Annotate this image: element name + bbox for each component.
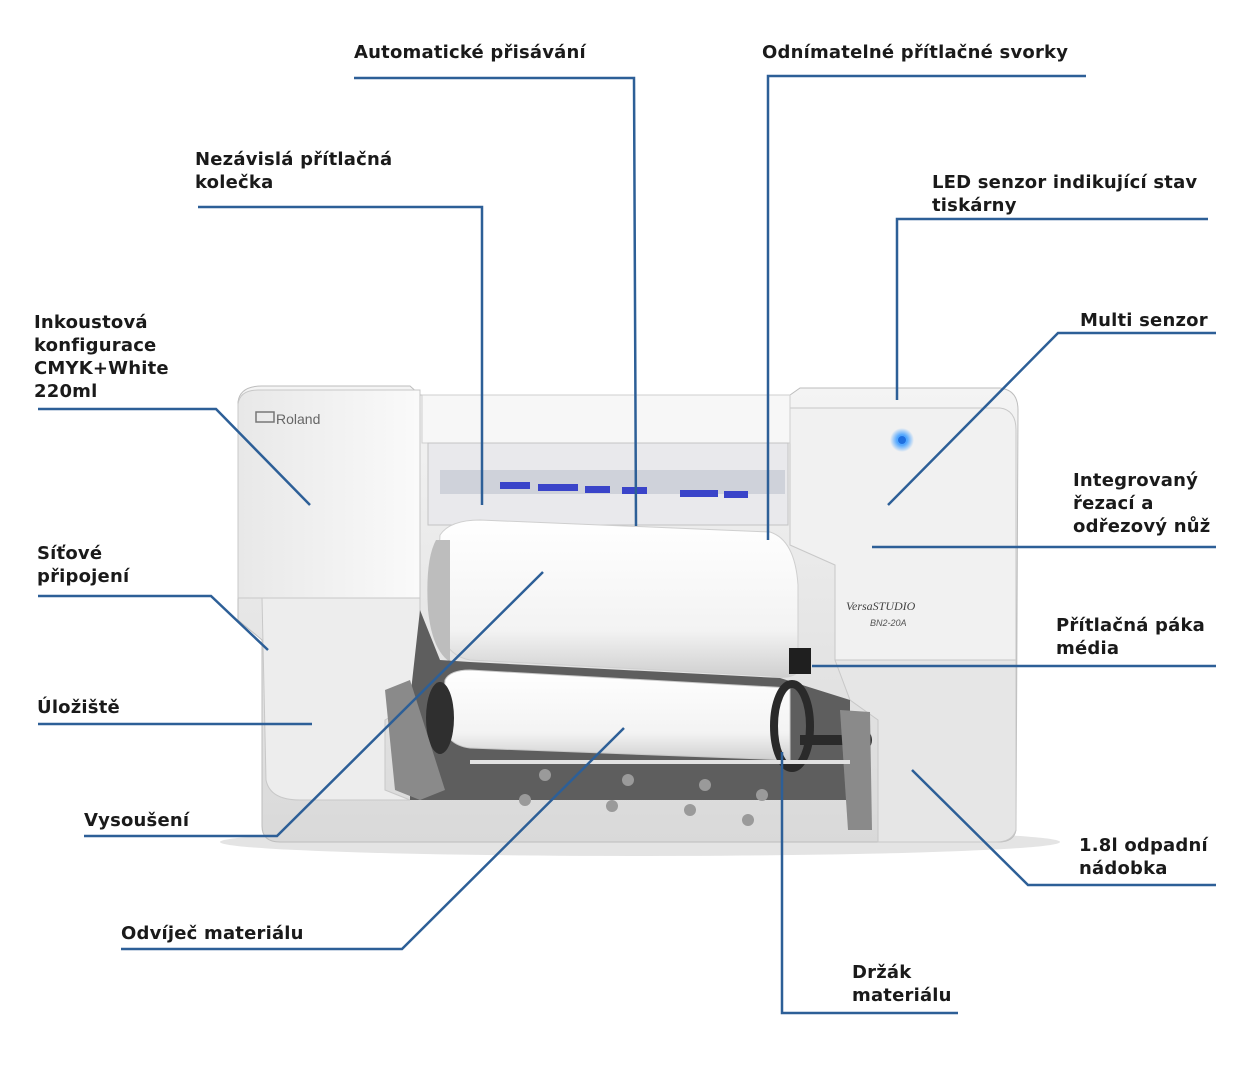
leader-removable-clamps [766,74,1086,540]
label-unwinder: Odvíječ materiálu [121,923,304,944]
base-bar [470,760,850,764]
roll-flange-left [426,682,454,754]
roland-logo: Roland [276,411,320,427]
label-media-holder: Držák materiálu [852,962,952,1006]
label-drying: Vysoušení [84,810,190,831]
media-lever [789,648,811,674]
right-bracket [840,710,872,830]
label-waste-bottle: 1.8l odpadní nádobka [1079,835,1208,879]
label-cutter: Integrovaný řezací a odřezový nůž [1073,470,1211,537]
label-auto-suction: Automatické přisávání [354,42,586,63]
callout-lines [38,74,1216,1015]
label-network: Síťové připojení [37,543,130,587]
right-cabinet [789,407,1017,661]
left-cabinet [237,389,421,599]
label-multi-sensor: Multi senzor [1080,310,1208,331]
label-ink-config: Inkoustová konfigurace CMYK+White 220ml [34,312,169,402]
label-removable-clamps: Odnímatelné přítlačné svorky [762,42,1069,63]
label-pinch-rollers: Nezávislá přítlačná kolečka [195,149,393,193]
leader-led-sensor [895,217,1208,400]
carriage-rail [440,470,785,494]
label-led-sensor: LED senzor indikující stav tiskárny [932,172,1198,216]
roll-flange-right [770,680,814,772]
model-code: BN2-20A [870,618,907,628]
upper-media-roll [435,519,799,678]
roland-logo-mark [255,411,275,423]
leader-auto-suction [354,76,638,527]
leader-unwinder [121,727,625,951]
print-head-housing [421,394,791,444]
upper-roll-end [427,540,450,662]
leader-network [38,594,269,651]
leader-media-holder [780,752,958,1015]
leader-ink-config [38,407,311,506]
platen-blue-marks [500,482,748,498]
left-bracket [385,680,445,800]
leader-multi-sensor [887,331,1216,506]
leader-waste-bottle [911,769,1216,887]
led-icon [898,436,906,444]
leader-drying [84,571,544,838]
label-storage: Úložiště [37,697,120,718]
model-name: VersaSTUDIO [846,599,916,613]
label-media-lever: Přítlačná páka média [1056,615,1206,659]
holder-shaft [800,735,860,745]
leader-pinch-rollers [198,205,484,505]
caster-wheels [519,769,768,826]
right-lower-cabinet [834,659,1017,843]
